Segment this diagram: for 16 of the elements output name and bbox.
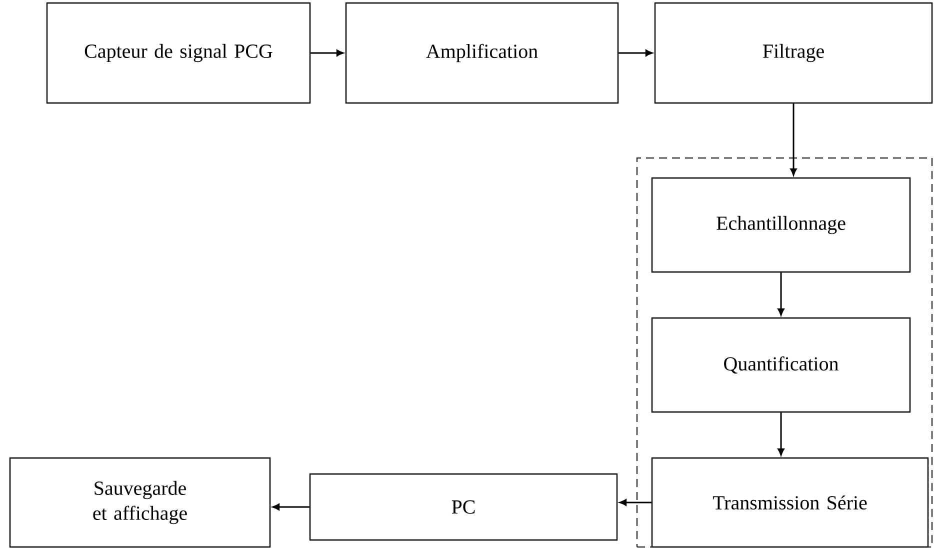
process-box: Capteur de signal PCG	[46, 2, 311, 104]
process-box: Echantillonnage	[651, 177, 911, 273]
dashed-boundary-box	[636, 158, 933, 548]
process-box: Sauvegarde et affichage	[9, 457, 271, 548]
process-box: Filtrage	[654, 2, 933, 104]
arrow	[778, 412, 784, 456]
process-box: Amplification	[345, 2, 619, 104]
arrow	[272, 504, 310, 510]
arrow	[620, 499, 652, 506]
arrow	[778, 272, 784, 316]
arrow	[310, 50, 344, 56]
process-box: PC	[309, 473, 618, 541]
arrow	[618, 50, 653, 56]
arrow	[790, 104, 797, 176]
process-box: Transmission Série	[651, 457, 929, 548]
process-box: Quantification	[651, 317, 911, 413]
